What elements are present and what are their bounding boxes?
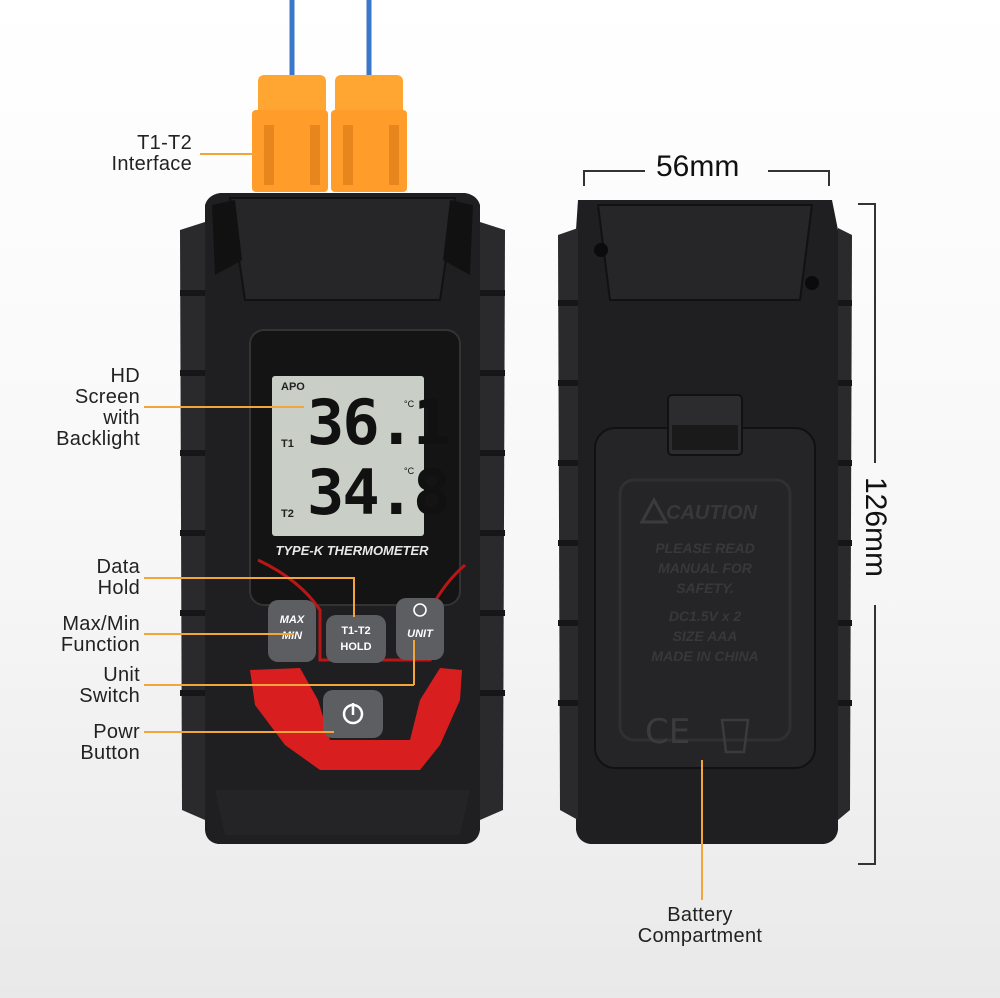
- callout-maxmin: Max/Min Function: [20, 614, 140, 656]
- callout-screen-line4: Backlight: [56, 428, 140, 450]
- width-dim-left-tick: [583, 170, 585, 186]
- unit-button-shape: [396, 598, 444, 660]
- caution-label: CAUTION: [666, 502, 758, 524]
- back-line-6: MADE IN CHINA: [651, 648, 759, 664]
- unit-button[interactable]: UNIT: [407, 628, 433, 640]
- bin-icon: [720, 718, 750, 754]
- callout-hold-leader-v: [353, 577, 355, 617]
- hold-button[interactable]: T1-T2 HOLD: [326, 623, 386, 655]
- ce-mark: CE: [645, 712, 691, 752]
- back-line-5: SIZE AAA: [672, 628, 738, 644]
- callout-power: Powr Button: [20, 722, 140, 764]
- callout-hold: Data Hold: [20, 557, 140, 599]
- callout-hold-line1: Data: [96, 556, 140, 578]
- width-dimension: 56mm: [656, 150, 740, 183]
- maxmin-button-label-max: MAX: [279, 614, 305, 626]
- callout-interface: T1-T2 Interface: [60, 133, 192, 175]
- callout-battery: Battery Compartment: [600, 905, 800, 947]
- callout-power-line2: Button: [80, 742, 140, 764]
- callout-battery-line2: Compartment: [637, 925, 763, 947]
- width-dim-left-line: [583, 170, 645, 172]
- back-line-3: SAFETY.: [676, 580, 734, 596]
- callout-unit: Unit Switch: [20, 665, 140, 707]
- width-dim-right-line: [768, 170, 830, 172]
- maxmin-button-label-min: MIN: [281, 630, 303, 642]
- back-line-1: PLEASE READ: [655, 540, 755, 556]
- hold-button-label-t1t2: T1-T2: [341, 625, 371, 637]
- callout-unit-line1: Unit: [103, 664, 140, 686]
- callout-screen-line3: with: [103, 407, 140, 429]
- callout-screen: HD Screen with Backlight: [20, 366, 140, 450]
- callout-battery-leader: [701, 760, 703, 900]
- thermocouple-connector-left: [252, 75, 328, 192]
- lcd-apo: APO: [281, 381, 305, 393]
- callout-interface-line2: Interface: [111, 153, 192, 175]
- thermocouple-connector-right: [331, 75, 407, 192]
- height-dim-top-tick: [858, 203, 876, 205]
- callout-unit-leader-v: [413, 640, 415, 685]
- maxmin-button-shape: [268, 600, 316, 662]
- back-info-lines: PLEASE READ MANUAL FOR SAFETY. DC1.5V x …: [625, 538, 785, 666]
- backlight-icon: [413, 603, 427, 617]
- height-dim-top-line: [874, 203, 876, 463]
- lcd-unit-t2: °C: [404, 466, 415, 476]
- lcd-unit-t1: °C: [404, 399, 415, 409]
- callout-interface-leader: [200, 153, 258, 155]
- callout-maxmin-leader: [144, 633, 294, 635]
- lcd-t1-label: T1: [281, 438, 294, 450]
- caution-triangle-icon: [639, 496, 669, 524]
- callout-maxmin-line1: Max/Min: [62, 613, 140, 635]
- lcd-t1-value: 36.1: [307, 386, 450, 459]
- width-dim-right-tick: [828, 170, 830, 186]
- callout-maxmin-line2: Function: [60, 634, 140, 656]
- lcd-t2-label: T2: [281, 508, 294, 520]
- height-dim-bottom-tick: [858, 863, 876, 865]
- back-line-2: MANUAL FOR: [658, 560, 752, 576]
- callout-battery-line1: Battery: [667, 904, 733, 926]
- height-dim-bottom-line: [874, 605, 876, 865]
- lcd-t2-value: 34.8: [307, 456, 450, 529]
- red-trim: [250, 668, 462, 770]
- callout-hold-line2: Hold: [97, 577, 140, 599]
- callout-unit-line2: Switch: [79, 685, 140, 707]
- model-label: TYPE-K THERMOMETER: [275, 543, 429, 558]
- callout-unit-leader-h: [144, 684, 414, 686]
- callout-power-line1: Powr: [93, 721, 140, 743]
- callout-screen-line1: HD: [110, 365, 140, 387]
- hold-button-shape: [326, 615, 386, 663]
- callout-screen-line2: Screen: [74, 386, 140, 408]
- hold-button-label-hold: HOLD: [340, 641, 372, 653]
- back-line-4: DC1.5V x 2: [668, 608, 742, 624]
- callout-screen-leader: [144, 406, 304, 408]
- maxmin-button[interactable]: MAX MIN: [268, 612, 316, 644]
- callout-power-leader: [144, 731, 334, 733]
- callout-hold-leader-h: [144, 577, 354, 579]
- callout-interface-line1: T1-T2: [137, 132, 192, 154]
- lcd-panel: [272, 376, 424, 536]
- height-dimension: 126mm: [859, 476, 892, 578]
